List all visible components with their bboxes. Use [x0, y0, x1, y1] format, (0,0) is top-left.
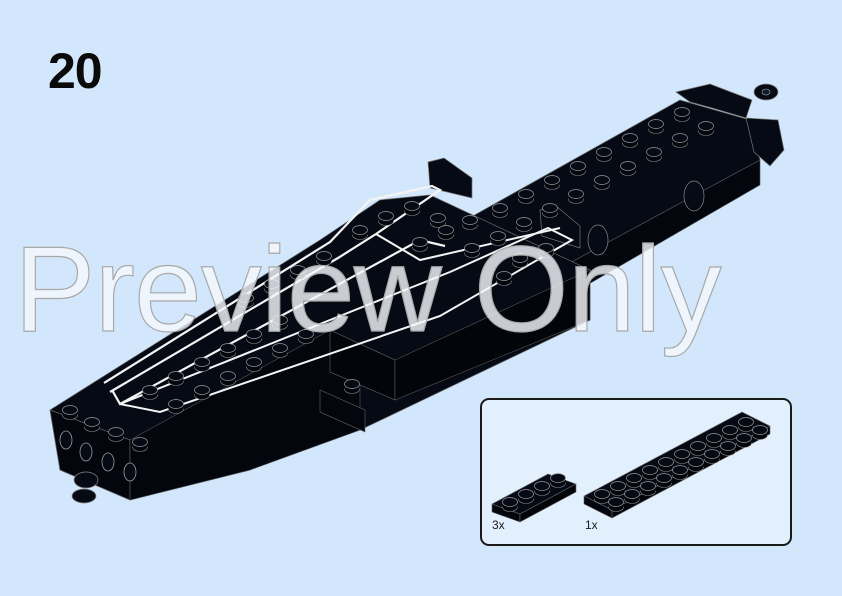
- part-count-plate-1x4: 3x: [492, 518, 505, 532]
- plate-2x10-icon: [583, 411, 771, 519]
- step-number: 20: [48, 43, 103, 99]
- plate-1x4-icon: [491, 473, 577, 523]
- parts-callout: 3x 1x: [480, 398, 792, 546]
- part-count-plate-2x10: 1x: [585, 518, 598, 532]
